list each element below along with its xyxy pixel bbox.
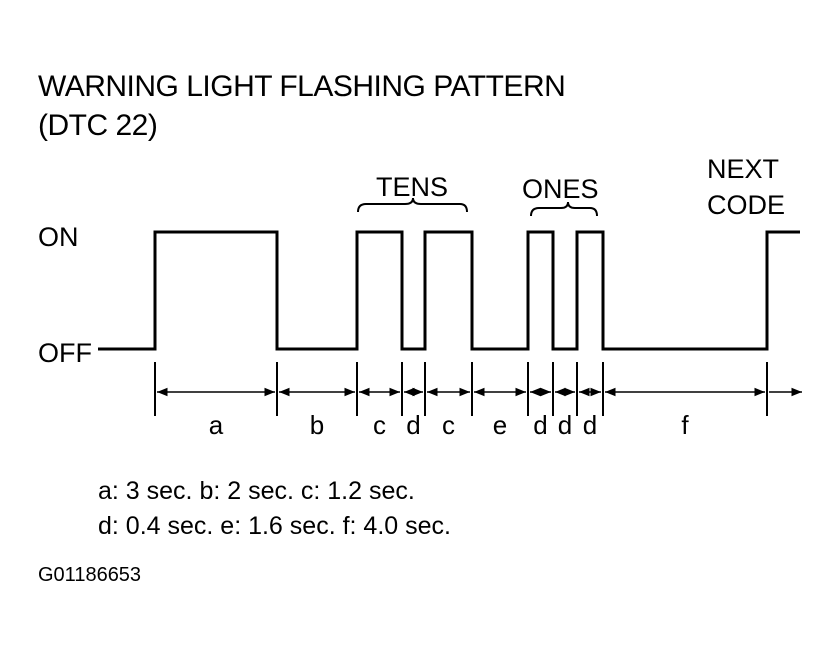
- figure-code: G01186653: [38, 564, 142, 586]
- segment-label-b: b: [310, 410, 324, 440]
- legend-line-1: a: 3 sec. b: 2 sec. c: 1.2 sec.: [98, 477, 415, 505]
- segment-label-f: f: [681, 410, 689, 440]
- legend-line-2: d: 0.4 sec. e: 1.6 sec. f: 4.0 sec.: [98, 512, 451, 540]
- segment-label-d: d: [583, 410, 597, 440]
- segment-label-e: e: [493, 410, 507, 440]
- segment-label-c: c: [373, 410, 386, 440]
- diagram-title: WARNING LIGHT FLASHING PATTERN: [38, 70, 566, 103]
- signal-waveform: [98, 230, 800, 351]
- segment-label-d: d: [558, 410, 572, 440]
- segment-label-a: a: [209, 410, 224, 440]
- off-label: OFF: [38, 338, 92, 368]
- segment-label-c: c: [442, 410, 455, 440]
- ones-brace: [530, 201, 598, 217]
- ones-label: ONES: [522, 174, 599, 204]
- tens-label: TENS: [376, 172, 448, 202]
- next-code-label-line2: CODE: [707, 190, 785, 220]
- diagram-subtitle: (DTC 22): [38, 109, 158, 142]
- segment-label-d: d: [533, 410, 547, 440]
- next-code-label-line1: NEXT: [707, 154, 779, 184]
- segment-label-d: d: [406, 410, 420, 440]
- on-label: ON: [38, 222, 79, 252]
- tens-brace: [357, 197, 468, 213]
